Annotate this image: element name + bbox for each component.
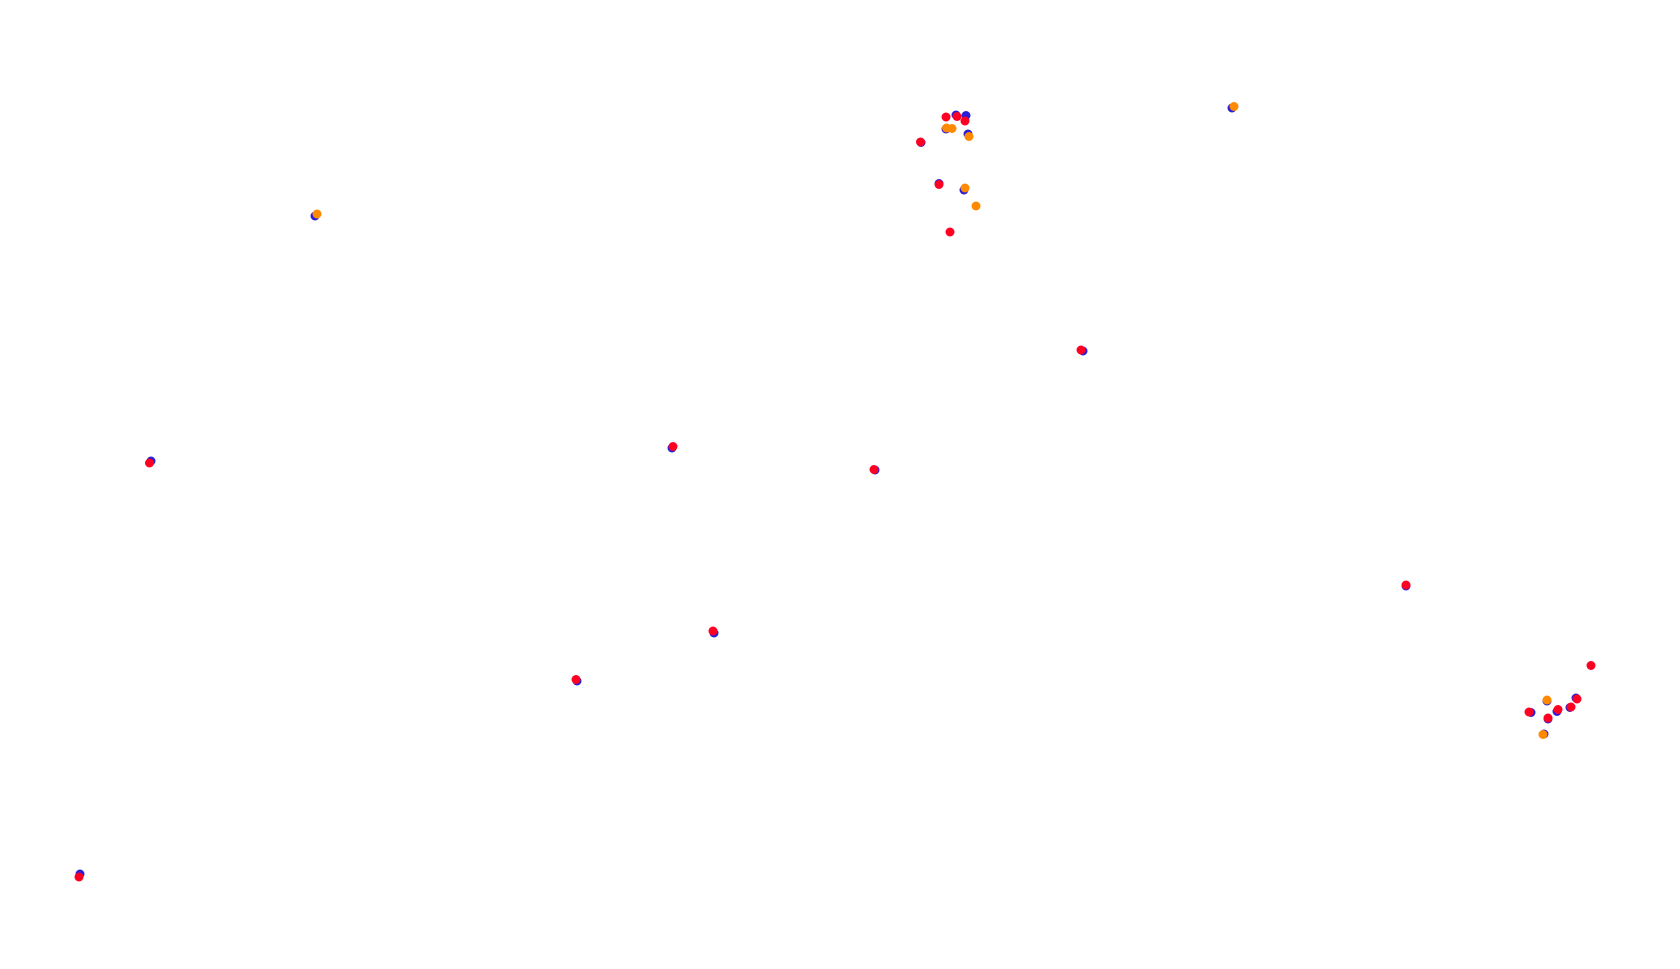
red-marker-44: [1566, 702, 1576, 712]
red-marker-23: [952, 112, 962, 121]
orange-marker-52: [1538, 730, 1548, 739]
red-marker-38: [1586, 661, 1596, 670]
red-marker-17: [571, 675, 581, 684]
red-marker-31: [916, 137, 925, 147]
red-marker-50: [1543, 713, 1553, 723]
red-marker-13: [1076, 345, 1086, 355]
orange-marker-3: [312, 209, 322, 219]
red-marker-48: [1524, 707, 1534, 717]
red-marker-7: [74, 872, 84, 882]
red-marker-42: [1572, 694, 1582, 704]
red-marker-11: [869, 465, 879, 474]
orange-marker-1: [1229, 102, 1239, 111]
red-marker-25: [960, 116, 970, 126]
orange-marker-36: [971, 201, 981, 211]
red-marker-33: [934, 180, 944, 189]
red-marker-15: [708, 626, 718, 636]
red-marker-5: [145, 458, 154, 468]
orange-marker-35: [960, 183, 970, 193]
red-marker-19: [1401, 580, 1411, 590]
orange-marker-29: [964, 132, 974, 141]
red-marker-21: [941, 112, 951, 122]
red-marker-37: [945, 227, 955, 237]
orange-marker-27: [947, 124, 957, 133]
red-marker-46: [1553, 705, 1563, 714]
red-marker-9: [668, 442, 678, 451]
orange-marker-40: [1542, 695, 1552, 705]
